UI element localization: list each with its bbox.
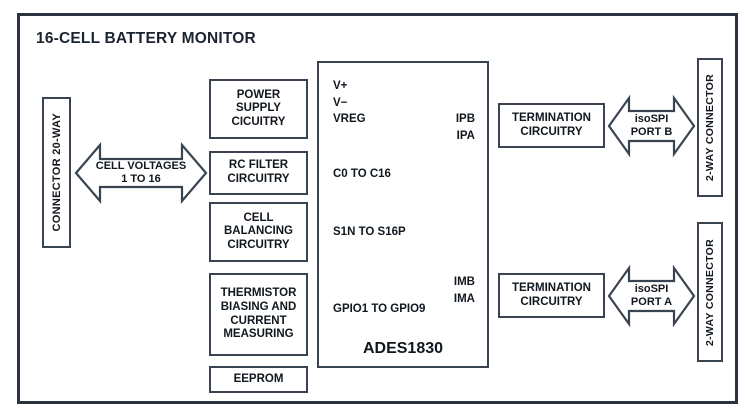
chip-pin-gpio-label: GPIO1 TO GPIO9	[333, 303, 426, 315]
chip-pin-ipb-ipa-label: IPB IPA	[455, 113, 475, 142]
chip-pin-power-labels: V+ V− VREG	[333, 80, 366, 126]
connector-20-way-block: CONNECTOR 20-WAY	[42, 97, 71, 248]
ades1830-chip-block: V+ V− VREG C0 TO C16 S1N TO S16P GPIO1 T…	[317, 61, 489, 368]
chip-pin-c0-c16-label: C0 TO C16	[333, 168, 391, 180]
eeprom-block: EEPROM	[209, 366, 308, 393]
chip-pin-imb-ima-label: IMB IMA	[453, 276, 475, 305]
connector-20-way-label: CONNECTOR 20-WAY	[50, 113, 63, 232]
two-way-connector-a-label: 2-WAY CONNECTOR	[704, 238, 716, 346]
cell-balancing-block: CELL BALANCING CIRCUITRY	[209, 202, 308, 262]
chip-part-number: ADES1830	[362, 340, 444, 357]
diagram-title: 16-CELL BATTERY MONITOR	[36, 30, 256, 47]
power-supply-block: POWER SUPPLY CICUITRY	[209, 79, 308, 139]
cell-voltages-arrow: CELL VOLTAGES 1 TO 16	[74, 137, 208, 209]
isospi-port-b-arrow: isoSPI PORT B	[607, 92, 696, 160]
isospi-port-a-arrow: isoSPI PORT A	[607, 262, 696, 330]
rc-filter-block: RC FILTER CIRCUITRY	[209, 151, 308, 195]
termination-circuitry-b-block: TERMINATION CIRCUITRY	[498, 103, 605, 148]
two-way-connector-b-block: 2-WAY CONNECTOR	[697, 58, 723, 197]
chip-pin-s1n-s16p-label: S1N TO S16P	[333, 226, 406, 238]
two-way-connector-b-label: 2-WAY CONNECTOR	[704, 74, 716, 181]
two-way-connector-a-block: 2-WAY CONNECTOR	[697, 222, 723, 362]
thermistor-block: THERMISTOR BIASING AND CURRENT MEASURING	[209, 273, 308, 356]
termination-circuitry-a-block: TERMINATION CIRCUITRY	[498, 273, 605, 318]
